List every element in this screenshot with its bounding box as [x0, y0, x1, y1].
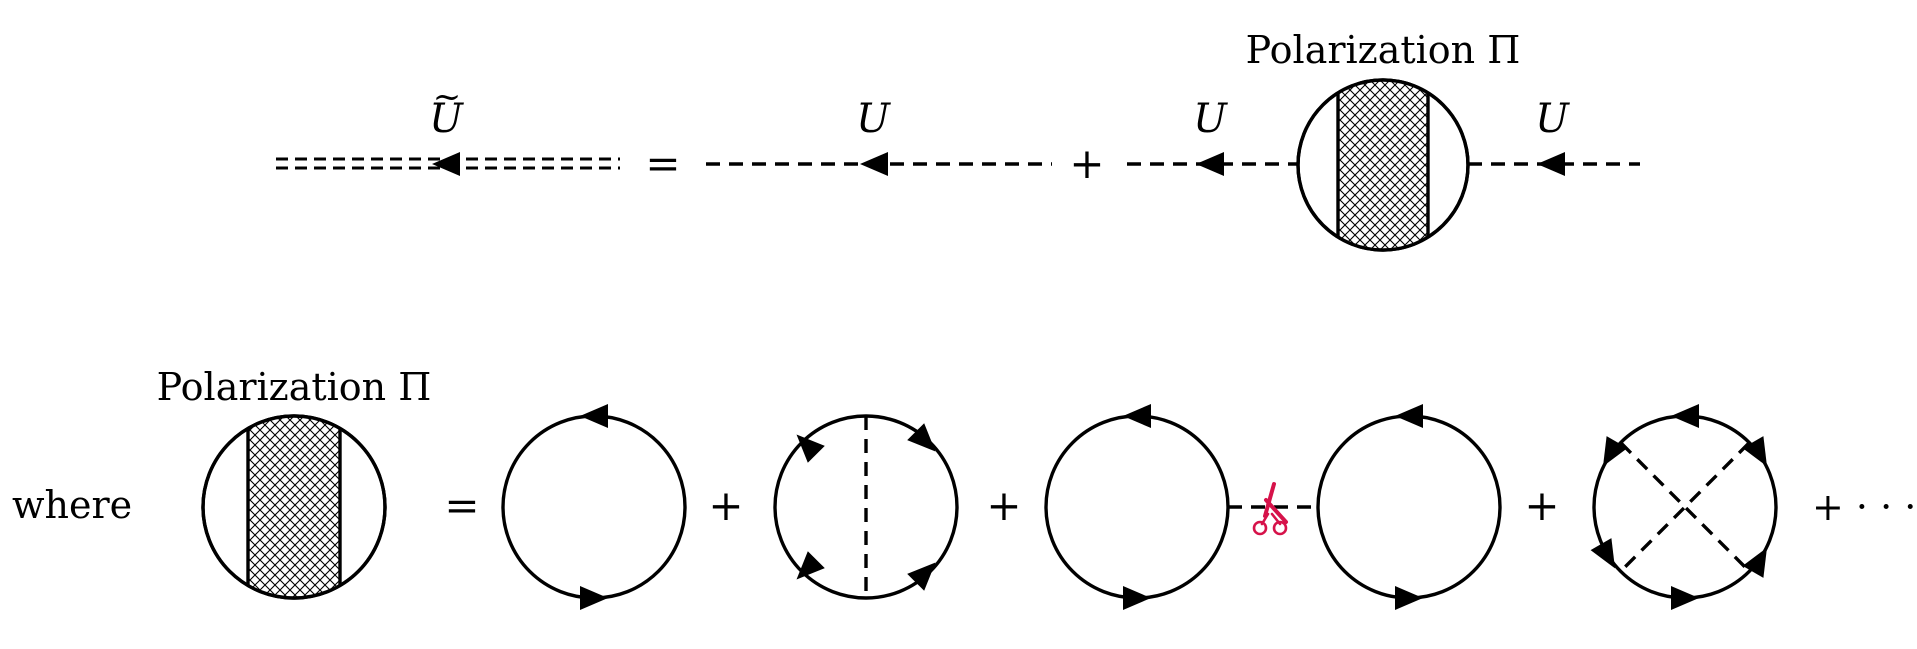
polarization-blob: [1296, 78, 1470, 252]
arrow-icon: [907, 562, 936, 591]
tilde-accent: ~: [433, 77, 462, 117]
equals-sign: =: [645, 139, 680, 188]
arrow-icon: [907, 423, 936, 452]
continuation-terms: + · · ·: [1812, 485, 1916, 529]
screened-interaction-label: U: [429, 96, 464, 142]
polarization-title: Polarization Π: [157, 365, 432, 409]
bare-interaction-line: [706, 152, 1052, 176]
vertex-correction-diagram: [773, 414, 959, 600]
arrow-right-icon: [1395, 586, 1423, 610]
arrow-left-icon: [1537, 152, 1565, 176]
scissors-icon: [1252, 482, 1288, 536]
arrow-left-icon: [1671, 404, 1699, 428]
arrow-left-icon: [1123, 404, 1151, 428]
arrow-icon: [1590, 538, 1615, 569]
bare-interaction-label: U: [856, 96, 891, 142]
arrow-left-icon: [432, 152, 460, 176]
equals-sign: =: [444, 481, 479, 530]
polarization-expansion-equation: where Polarization Π = +: [12, 365, 1916, 610]
arrow-left-icon: [860, 152, 888, 176]
arrow-right-icon: [1123, 586, 1151, 610]
plus-sign: +: [1524, 481, 1559, 530]
arrow-icon: [1603, 436, 1628, 467]
dressed-interaction-equation: U ~ = U + U Polarization Π U: [276, 28, 1640, 252]
arrow-left-icon: [1395, 404, 1423, 428]
bubble-diagram: [501, 404, 687, 610]
arrow-right-icon: [580, 586, 608, 610]
right-interaction-label: U: [1535, 96, 1570, 142]
screened-interaction-line: [276, 152, 620, 176]
plus-sign: +: [1069, 139, 1104, 188]
plus-sign: +: [708, 481, 743, 530]
polarization-blob: [201, 414, 387, 600]
right-interaction-line: [1468, 152, 1640, 176]
arrow-icon: [796, 551, 825, 580]
polarization-title: Polarization Π: [1246, 28, 1521, 72]
arrow-icon: [1742, 436, 1767, 467]
left-interaction-line: [1127, 152, 1298, 176]
arrow-icon: [796, 434, 825, 463]
reducible-bubble-chain: [1044, 404, 1502, 610]
arrow-right-icon: [1671, 586, 1699, 610]
crossed-exchange-diagram: [1590, 404, 1778, 610]
arrow-left-icon: [580, 404, 608, 428]
plus-sign: +: [986, 481, 1021, 530]
arrow-icon: [1742, 547, 1767, 578]
arrow-left-icon: [1196, 152, 1224, 176]
where-label: where: [12, 483, 132, 527]
left-interaction-label: U: [1193, 96, 1228, 142]
